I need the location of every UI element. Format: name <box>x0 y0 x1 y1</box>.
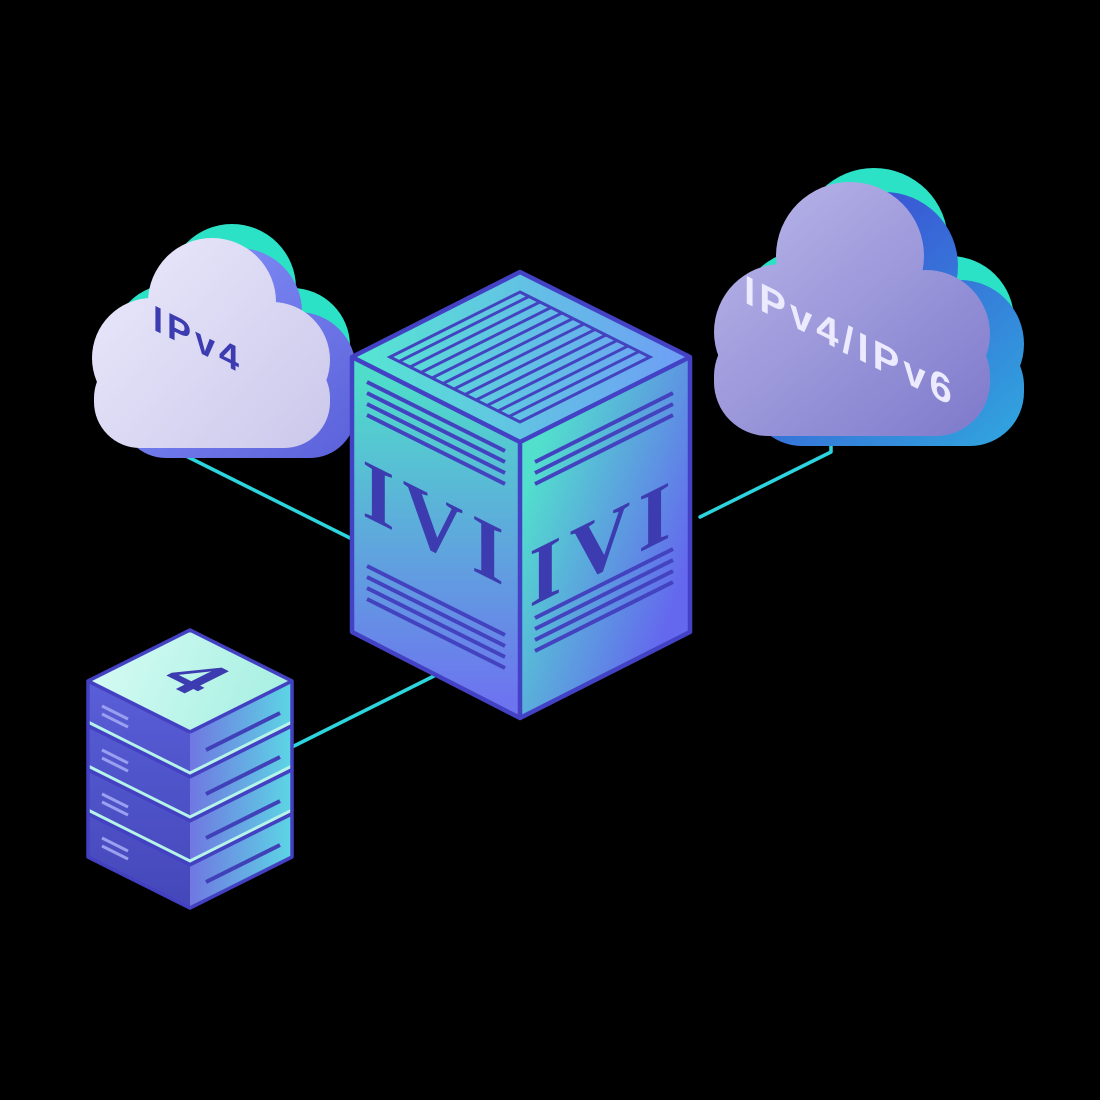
ivi-translator-box: IVI IVI <box>349 269 693 721</box>
ivi-box-top-inset-border <box>386 290 654 424</box>
ipv4-cloud: IPv4 <box>92 224 356 458</box>
server-stack-vents <box>101 704 281 884</box>
server-stack-separators <box>86 720 294 867</box>
server-unit <box>88 725 292 820</box>
ivi-box-right-stripes <box>534 391 674 653</box>
dualstack-cloud: IPv4/IPv6 <box>714 168 1024 446</box>
ivi-box-outline <box>349 269 693 721</box>
server-unit <box>88 769 292 864</box>
server-unit <box>88 813 292 908</box>
server-stack: 4 <box>86 628 294 910</box>
ivi-box-left-stripes <box>366 380 506 670</box>
server-stack-outline <box>86 628 294 910</box>
